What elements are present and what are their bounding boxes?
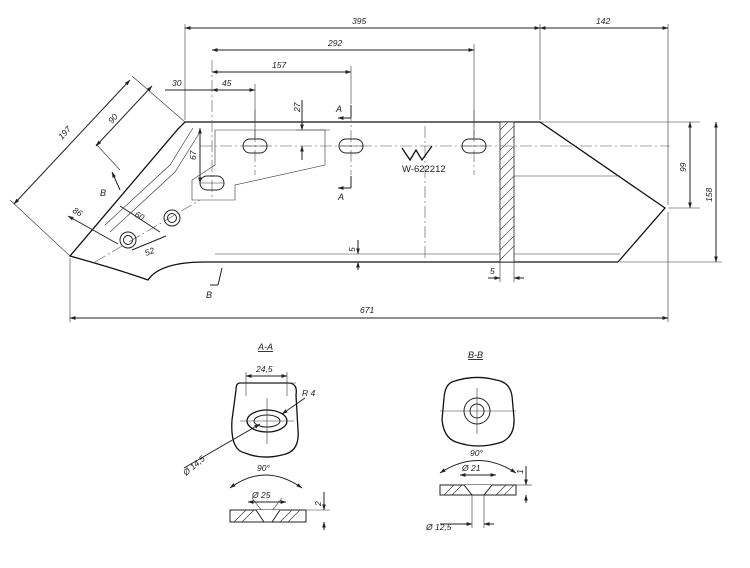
- section-title: B-B: [468, 350, 483, 360]
- countersunk-hole: [163, 209, 181, 227]
- round-hole-section: [440, 388, 516, 434]
- section-view-b-b: B-B 90° Ø 21 1 Ø 12,5: [425, 350, 532, 532]
- svg-text:B: B: [206, 290, 212, 300]
- main-view: W-622212 A A B B 395 142: [9, 16, 722, 322]
- dimension-label: 24,5: [255, 364, 273, 374]
- dimension-label: 86: [71, 205, 84, 219]
- svg-text:A: A: [335, 104, 342, 114]
- dimension-label: 99: [678, 162, 688, 172]
- dimension-label: 67: [188, 150, 198, 160]
- dimension-label: 395: [352, 16, 366, 26]
- section-plate-profile: [229, 509, 307, 523]
- blade-outline: [68, 121, 666, 281]
- section-view-a-a: A-A 24,5 R 4 Ø 14,5 90° Ø 25: [180, 342, 330, 530]
- section-plate-profile: [439, 484, 517, 496]
- slotted-hole: [461, 138, 487, 154]
- slotted-hole: [338, 138, 364, 154]
- weld-hatch: [499, 121, 515, 261]
- brand-logo: [401, 145, 433, 162]
- dimension-label: 142: [596, 16, 610, 26]
- dimension-label: 158: [704, 188, 714, 202]
- section-mark-a-bottom: A: [337, 176, 352, 202]
- dimension-label: 60: [133, 209, 146, 223]
- dimension-label: 27: [292, 102, 302, 113]
- section-plate: [441, 376, 515, 447]
- dimension-label: 90°: [257, 463, 270, 473]
- section-title: A-A: [257, 342, 273, 352]
- dimension-label: 52: [143, 245, 156, 258]
- dimension-label: 197: [56, 124, 73, 141]
- dimension-label: 45: [222, 78, 232, 88]
- bevel-line: [104, 127, 194, 226]
- svg-text:A: A: [337, 192, 344, 202]
- dimension-label: 2: [313, 501, 323, 507]
- dimension-label: 5: [490, 266, 495, 276]
- centerline-diagonal: [94, 199, 201, 263]
- weld-section: [499, 121, 515, 263]
- dimension-label: 157: [272, 60, 286, 70]
- bevel-line-2: [109, 131, 201, 233]
- section-mark-b-top: B: [100, 171, 121, 198]
- section-plate: [231, 382, 299, 458]
- dimension-label: Ø 21: [461, 463, 481, 473]
- svg-text:B: B: [100, 188, 106, 198]
- dimension-label: Ø 12,5: [425, 522, 452, 532]
- section-mark-a-top: A: [335, 104, 352, 120]
- dimension-label: Ø 14,5: [180, 453, 207, 478]
- section-mark-b-bottom: B: [206, 267, 223, 300]
- dimension-label: 292: [327, 38, 342, 48]
- slot-cutout: [191, 129, 326, 201]
- dimension-label: 1: [515, 469, 525, 474]
- part-number: W-622212: [402, 164, 446, 175]
- slot-hole-section: [240, 398, 294, 444]
- slotted-hole: [242, 138, 268, 154]
- dimension-label: 90°: [470, 448, 483, 458]
- dimension-label: 5: [347, 247, 357, 252]
- dimension-label: R 4: [302, 388, 316, 398]
- dimension-label: 30: [172, 78, 182, 88]
- dimension-label: Ø 25: [251, 490, 271, 500]
- dimension-label: 671: [360, 305, 374, 315]
